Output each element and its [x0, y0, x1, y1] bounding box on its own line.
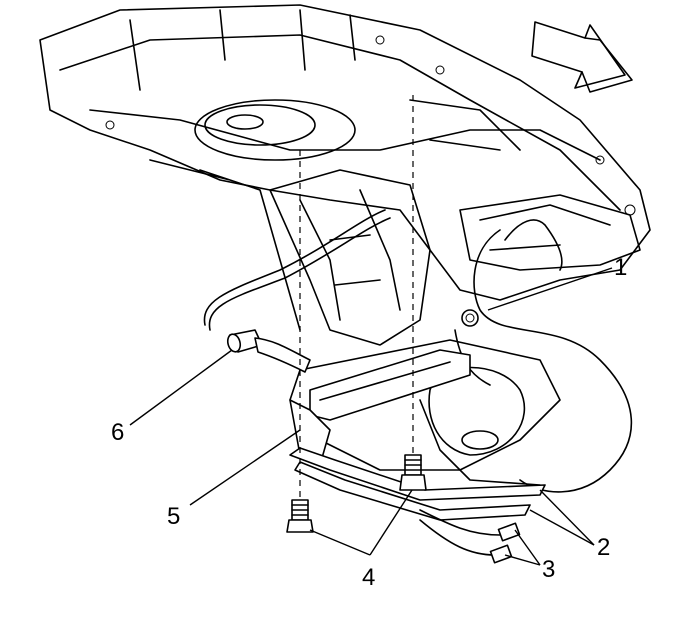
callout-1: 1	[614, 254, 627, 281]
callout-labels: 1 2 3 4 5 6	[111, 254, 627, 591]
callout-3: 3	[542, 556, 555, 583]
bolt-left	[286, 499, 314, 533]
direction-arrow-icon	[531, 21, 633, 93]
vent-hose	[226, 329, 311, 373]
callout-5: 5	[167, 503, 180, 530]
leader-lines	[129, 267, 613, 566]
bolt-right	[399, 454, 427, 491]
harness-connectors	[419, 509, 521, 564]
vehicle-underbody	[39, 4, 651, 346]
callout-4: 4	[362, 564, 375, 591]
vapor-line	[203, 209, 633, 493]
callout-6: 6	[111, 419, 124, 446]
callout-2: 2	[597, 534, 610, 561]
